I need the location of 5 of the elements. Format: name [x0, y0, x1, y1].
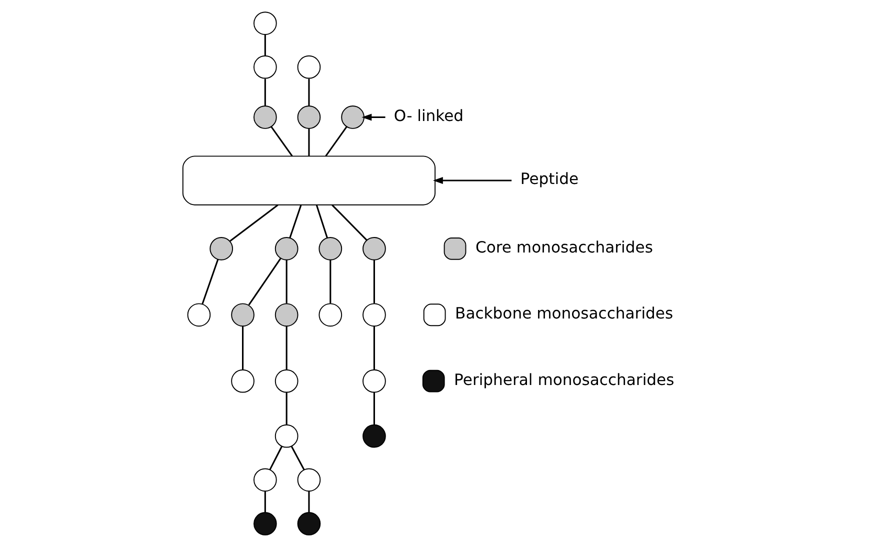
node-text: Peptide — [520, 170, 578, 188]
legend-label: Core monosaccharides — [474, 238, 652, 256]
legend-label: Peripheral monosaccharides — [454, 370, 674, 389]
node-text: O- linked — [393, 106, 464, 125]
legend-label: Backbone monosaccharides — [454, 304, 673, 323]
